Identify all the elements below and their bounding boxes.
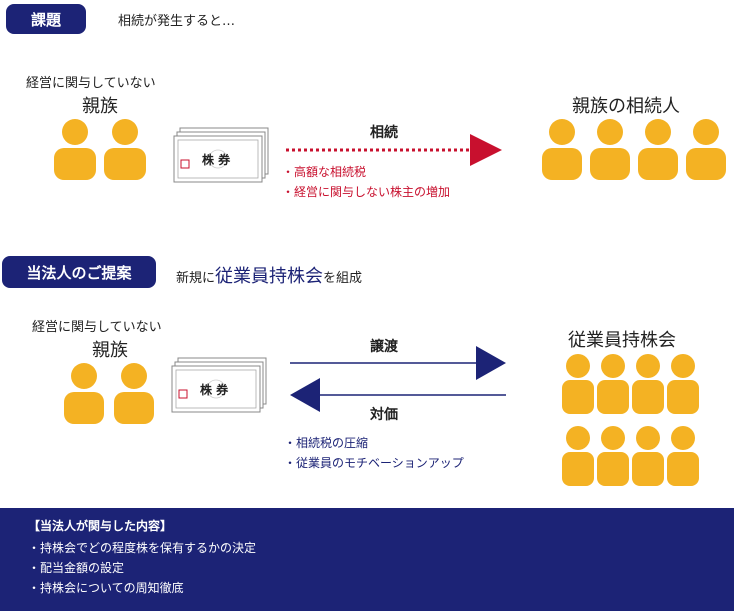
person-icon (562, 426, 594, 486)
heirs-people-group (540, 118, 730, 180)
relatives-caption-line2: 親族 (82, 96, 118, 117)
employee-people-group (560, 352, 710, 486)
stock-certificate-stack: 株 券 (170, 356, 270, 418)
person-icon (562, 354, 594, 414)
stock-certificate-stack: 株 券 (172, 126, 272, 188)
issue-badge: 課題 (6, 4, 86, 34)
proposal-notes: ・相続税の圧縮 ・従業員のモチベーションアップ (284, 433, 464, 473)
proposal-heading-prefix: 新規に (176, 271, 216, 286)
involvement-item: ・持株会についての周知徹底 (28, 581, 184, 595)
person-icon (686, 119, 726, 180)
person-icon (638, 119, 678, 180)
person-icon (597, 354, 629, 414)
certificate-title: 株 券 (200, 383, 229, 397)
issue-note-item: ・経営に関与しない株主の増加 (282, 185, 451, 199)
consideration-arrow (290, 378, 506, 412)
proposal-heading-highlight: 従業員持株会 (215, 266, 324, 287)
relatives-people-group (52, 118, 162, 180)
issue-note-item: ・高額な相続税 (282, 165, 367, 179)
proposal-note-item: ・従業員のモチベーションアップ (284, 456, 464, 470)
person-icon (64, 363, 104, 424)
proposal-heading-suffix: を組成 (323, 271, 363, 286)
transfer-arrow (290, 346, 506, 380)
person-icon (114, 363, 154, 424)
consideration-arrow-label: 対価 (370, 407, 398, 423)
person-icon (667, 354, 699, 414)
person-icon (542, 119, 582, 180)
person-icon (667, 426, 699, 486)
heirs-caption: 親族の相続人 (572, 96, 680, 117)
inheritance-arrow (284, 134, 504, 166)
relatives2-caption-line2: 親族 (92, 340, 128, 361)
issue-notes: ・高額な相続税 ・経営に関与しない株主の増加 (282, 162, 450, 202)
relatives2-caption-line1: 経営に関与していない (32, 320, 162, 335)
person-icon (104, 119, 146, 180)
inheritance-arrow-label: 相続 (370, 125, 398, 141)
person-icon (590, 119, 630, 180)
person-icon (632, 354, 664, 414)
person-icon (54, 119, 96, 180)
person-icon (632, 426, 664, 486)
involvement-panel: 【当法人が関与した内容】 ・持株会でどの程度株を保有するかの決定 ・配当金額の設… (0, 508, 734, 611)
transfer-arrow-label: 譲渡 (370, 339, 398, 355)
proposal-badge: 当法人のご提案 (2, 256, 156, 288)
certificate-title: 株 券 (202, 153, 231, 167)
relatives2-people-group (62, 362, 162, 424)
proposal-note-item: ・相続税の圧縮 (284, 436, 369, 450)
person-icon (597, 426, 629, 486)
involvement-item: ・持株会でどの程度株を保有するかの決定 (28, 541, 257, 555)
involvement-item: ・配当金額の設定 (28, 561, 125, 575)
involvement-title: 【当法人が関与した内容】 (28, 519, 173, 533)
issue-heading: 相続が発生すると… (118, 14, 236, 29)
proposal-heading: 新規に従業員持株会を組成 (176, 262, 362, 288)
employee-stock-ownership-caption: 従業員持株会 (568, 330, 676, 351)
relatives-caption-line1: 経営に関与していない (26, 76, 156, 91)
